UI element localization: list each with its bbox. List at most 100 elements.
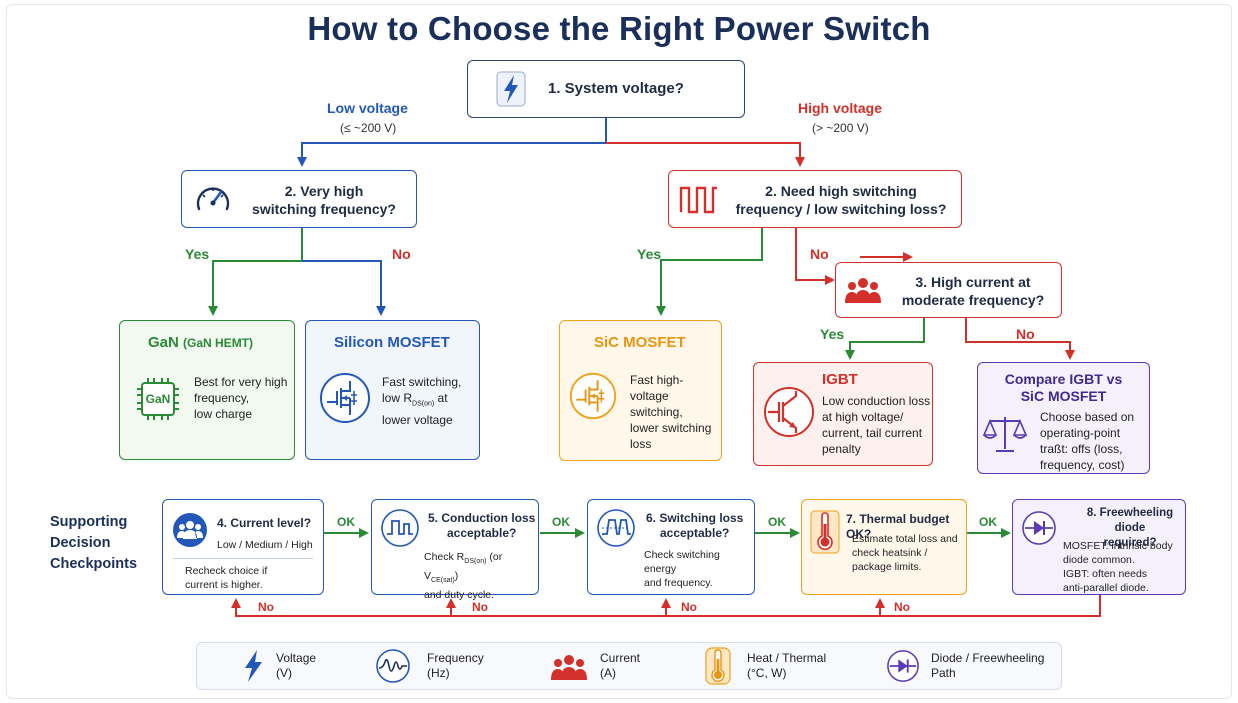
edge-q3-yes — [845, 318, 925, 360]
legend-frequency-2: (Hz) — [427, 666, 450, 680]
mosfet-icon — [320, 373, 370, 423]
q2-high-no-label: No — [810, 246, 829, 262]
step4-note-1: Recheck choice if — [185, 565, 268, 577]
current-legend-icon — [551, 655, 587, 680]
sic-desc-2: switching, — [630, 405, 683, 419]
q1-label: 1. System voltage? — [548, 80, 684, 97]
gan-chip-icon: GaN — [134, 375, 182, 423]
sic-mosfet-icon — [569, 372, 617, 420]
low-voltage-sub: (≤ ~200 V) — [340, 121, 397, 135]
legend-heat-1: Heat / Thermal — [747, 651, 827, 665]
sic-title: SiC MOSFET — [594, 334, 686, 351]
compare-title-2: SiC MOSFET — [1020, 388, 1107, 404]
q2-high-line1: 2. Need high switching — [765, 183, 917, 199]
q3-no-label: No — [1016, 326, 1035, 342]
diagram-frame — [6, 4, 1232, 699]
compare-desc-3: traßt: offs (loss, — [1040, 442, 1123, 456]
edge-no-feedback — [231, 595, 1101, 617]
si-desc-1: Fast switching, — [382, 375, 462, 389]
legend-heat-2: (°C, W) — [747, 666, 787, 680]
result-compare-card: Compare IGBT vs SiC MOSFET Choose based … — [977, 362, 1150, 474]
step5-title-2: acceptable? — [446, 526, 517, 540]
page-title: How to Choose the Right Power Switch — [307, 10, 931, 47]
no-label-5: No — [472, 600, 488, 614]
legend-diode-1: Diode / Freewheeling — [931, 651, 1045, 665]
sic-desc-3: lower switching — [630, 421, 712, 435]
no-label-7: No — [894, 600, 910, 614]
step8-freewheeling-diode-box: 8. Freewheeling diode required? MOSFET: … — [1012, 499, 1186, 595]
igbt-desc-3: current, tail current — [822, 426, 923, 440]
people-group-icon — [845, 278, 881, 303]
compare-desc-1: Choose based on — [1040, 410, 1135, 424]
q3-yes-label: Yes — [820, 326, 845, 342]
step7-desc-3: package limits. — [852, 561, 922, 573]
ok-label-4-5: OK — [337, 515, 355, 529]
compare-desc-4: frequency, cost) — [1040, 458, 1125, 472]
result-sic-mosfet-card: SiC MOSFET Fast high-voltage switching, … — [559, 320, 722, 461]
legend-frequency-1: Frequency — [427, 651, 484, 665]
no-label-6: No — [681, 600, 697, 614]
diode-icon — [1022, 511, 1056, 545]
si-desc-2: low RDS(on) at — [382, 391, 448, 408]
supporting-label-2: Decision — [50, 535, 111, 551]
balance-scale-icon — [982, 417, 1028, 452]
q3-line2: moderate frequency? — [901, 292, 1045, 308]
gauge-icon — [196, 187, 230, 211]
legend-diode-2: Path — [931, 666, 956, 680]
step8-title-1: 8. Freewheeling diode — [1086, 507, 1174, 534]
igbt-desc-2: at high voltage/ — [822, 410, 904, 424]
thermometer-icon — [810, 510, 840, 554]
gan-title: GaN — [148, 334, 179, 351]
ok-label-5-6: OK — [552, 515, 570, 529]
gan-desc-2: frequency, — [194, 391, 250, 405]
thermal-legend-icon — [705, 647, 731, 685]
step6-desc-2: and frequency. — [644, 577, 713, 589]
q2-high-switching-box: 2. Need high switching frequency / low s… — [668, 170, 962, 228]
pulse-wave-icon — [381, 509, 419, 547]
supporting-label-1: Supporting — [50, 514, 128, 530]
legend-current-2: (A) — [600, 666, 616, 680]
step7-desc-1: Estimate total loss and — [852, 533, 958, 545]
ok-label-6-7: OK — [768, 515, 786, 529]
step6-title-2: acceptable? — [659, 526, 730, 540]
square-wave-icon — [679, 186, 717, 214]
edge-q2-low-no — [302, 260, 386, 316]
step5-desc-1: Check RDS(on) (or VCE(sat)) — [424, 551, 503, 585]
step5-title-1: 5. Conduction loss — [428, 511, 536, 525]
edge-q2-low-yes — [208, 228, 303, 316]
step8-desc-1: MOSFET: intrinsic body — [1063, 540, 1173, 552]
igbt-desc-1: Low conduction loss — [822, 394, 931, 408]
legend-voltage-2: (V) — [276, 666, 292, 680]
edge-q2-high-yes — [656, 228, 763, 316]
step4-note-2: current is higher. — [185, 579, 263, 591]
step8-desc-3: IGBT: often needs — [1063, 568, 1148, 580]
step7-desc-2: check heatsink / — [852, 547, 928, 559]
step4-desc: Low / Medium / High — [217, 539, 313, 551]
no-label-4: No — [258, 600, 274, 614]
sic-desc-4: loss — [630, 437, 652, 451]
q3-high-current-box: 3. High current at moderate frequency? — [835, 262, 1062, 318]
si-title: Silicon MOSFET — [334, 334, 450, 351]
result-gan-card: GaN (GaN HEMT) GaN Best for very high fr… — [119, 320, 295, 460]
gan-title-sub: (GaN HEMT) — [183, 336, 254, 350]
high-voltage-label: High voltage — [798, 100, 883, 116]
step6-switching-loss-box: 6. Switching loss acceptable? Check swit… — [587, 499, 755, 595]
q2-low-line2: switching frequency? — [252, 201, 396, 217]
voltage-legend-icon — [245, 650, 262, 682]
step7-title: 7. Thermal budget OK? — [846, 512, 950, 541]
step4-current-level-box: 4. Current level? Low / Medium / High Re… — [162, 499, 324, 595]
frequency-legend-icon — [376, 649, 410, 683]
step6-desc-1: Check switching energy — [644, 549, 720, 575]
q2-low-no-label: No — [392, 246, 411, 262]
q1-system-voltage-box: 1. System voltage? — [467, 60, 745, 118]
igbt-transistor-icon — [764, 387, 814, 437]
q3-line1: 3. High current at — [915, 274, 1031, 290]
si-desc-3: lower voltage — [382, 413, 453, 428]
users-icon — [173, 513, 207, 547]
step4-title: 4. Current level? — [217, 516, 312, 530]
ok-label-7-8: OK — [979, 515, 997, 529]
result-igbt-card: IGBT Low conduction loss at high voltage… — [753, 362, 933, 466]
edge-high-voltage — [606, 142, 805, 167]
q2-high-line2: frequency / low switching loss? — [735, 201, 947, 217]
